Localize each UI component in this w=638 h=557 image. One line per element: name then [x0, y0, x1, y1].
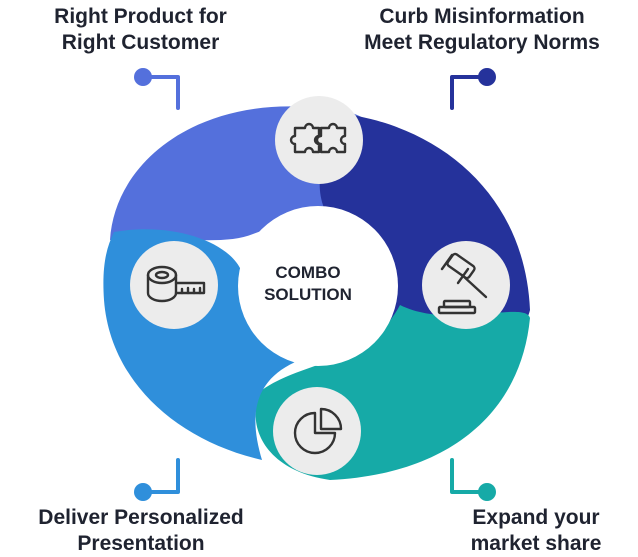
connectors	[134, 68, 496, 501]
label-line: Meet Regulatory Norms	[364, 31, 600, 54]
connector-dot	[134, 483, 152, 501]
label-line: Deliver Personalized	[38, 506, 244, 529]
label-deliver-personalized: Deliver Personalized Presentation	[10, 505, 272, 557]
label-curb-misinformation: Curb Misinformation Meet Regulatory Norm…	[334, 4, 630, 56]
center-line: SOLUTION	[264, 285, 352, 304]
label-line: Right Customer	[61, 31, 220, 54]
icon-circles	[130, 96, 510, 475]
connector-line	[450, 458, 489, 494]
label-line: Right Product for	[54, 5, 227, 28]
center-circle	[238, 206, 398, 366]
icon-circle-bottom-left	[130, 241, 218, 329]
pie-chart-icon	[293, 407, 343, 455]
connector-dot	[478, 68, 496, 86]
measuring-tape-icon	[146, 265, 206, 303]
label-line: Curb Misinformation	[379, 5, 585, 28]
icon-circle-bottom-right	[273, 387, 361, 475]
connector-dot	[478, 483, 496, 501]
gavel-icon	[437, 252, 488, 315]
connector-dot	[134, 68, 152, 86]
label-line: market share	[470, 532, 602, 555]
connector-top-right	[450, 68, 496, 110]
label-right-product: Right Product for Right Customer	[18, 4, 263, 56]
puzzle-icon	[289, 122, 347, 154]
icon-circle-top-right	[422, 241, 510, 329]
connector-line	[141, 75, 180, 110]
label-expand-market-share: Expand your market share	[440, 505, 632, 557]
center-line: COMBO	[275, 263, 341, 282]
label-line: Expand your	[472, 506, 600, 529]
center-title: COMBO SOLUTION	[240, 262, 376, 306]
connector-line	[141, 458, 180, 494]
icons	[146, 122, 488, 455]
connector-bottom-left	[134, 458, 180, 501]
connector-line	[450, 75, 489, 110]
label-line: Presentation	[77, 532, 205, 555]
connector-bottom-right	[450, 458, 496, 501]
connector-top-left	[134, 68, 180, 110]
icon-circle-top-left	[275, 96, 363, 184]
